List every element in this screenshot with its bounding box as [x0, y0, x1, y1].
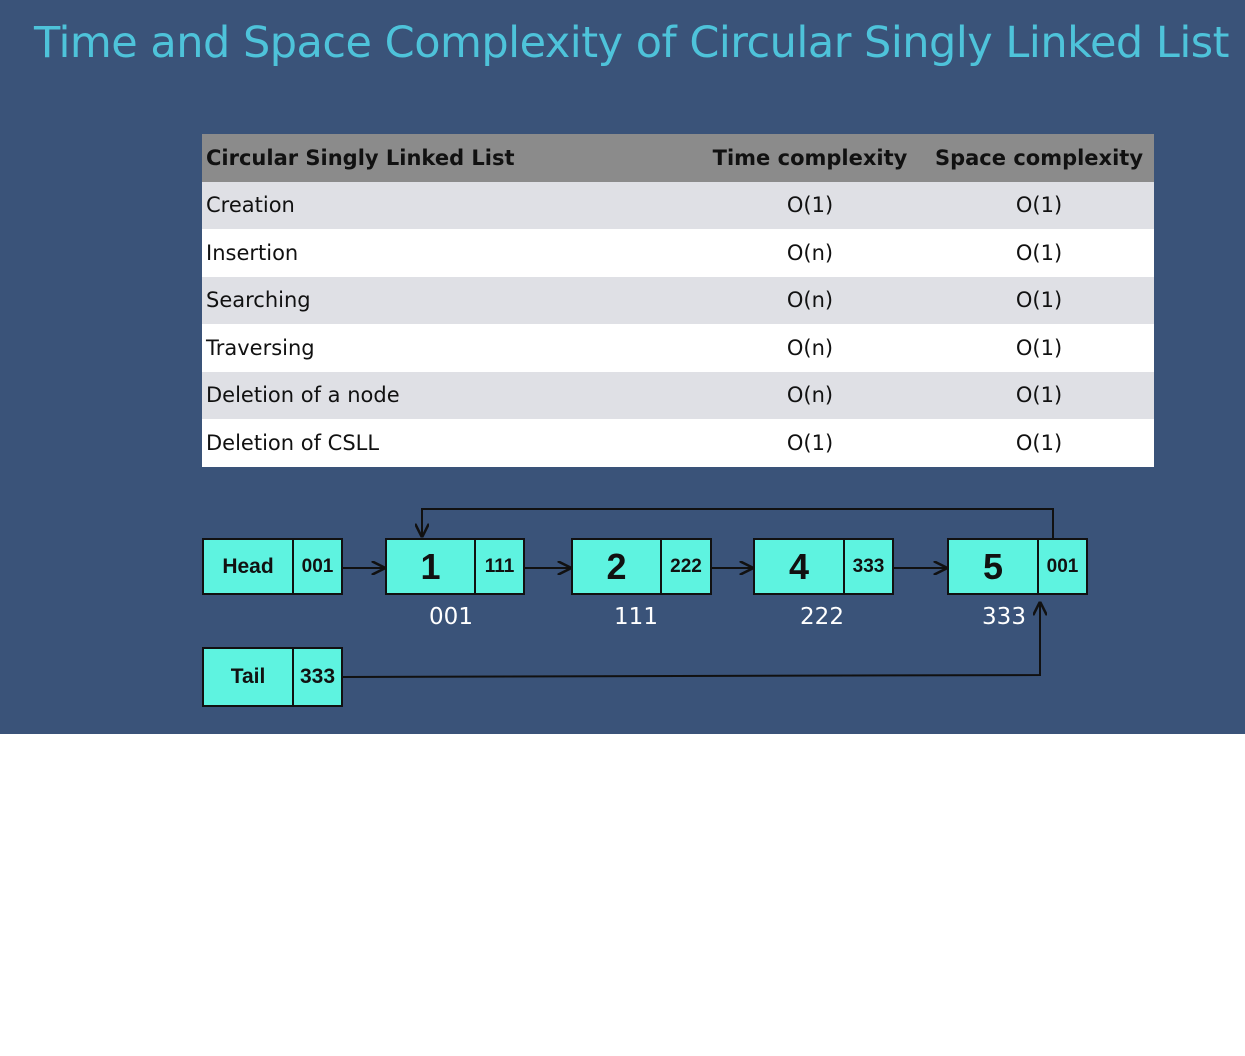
- space-cell: O(1): [1015, 288, 1063, 313]
- head-box: Head 001: [202, 538, 343, 595]
- tail-label: Tail: [204, 649, 294, 705]
- time-cell: O(n): [786, 288, 834, 313]
- table-row: Deletion of a node O(n) O(1): [202, 371, 1154, 419]
- time-cell: O(1): [786, 430, 834, 455]
- operation-cell: Deletion of a node: [206, 383, 400, 408]
- operation-cell: Insertion: [206, 240, 299, 265]
- node-3: 4 333: [753, 538, 894, 595]
- header-time: Time complexity: [712, 145, 908, 170]
- node-address: 001: [429, 604, 473, 630]
- node-value: 4: [755, 540, 845, 593]
- header-operation: Circular Singly Linked List: [206, 145, 515, 170]
- pointer-arrows: [341, 508, 1054, 678]
- operation-cell: Traversing: [206, 335, 315, 360]
- table-row: Insertion O(n) O(1): [202, 229, 1154, 277]
- head-label: Head: [204, 540, 294, 593]
- node-address: 111: [614, 604, 658, 630]
- node-1: 1 111: [385, 538, 525, 595]
- arrow-circular-back-to-node1: [422, 508, 1054, 538]
- node-next-pointer: 333: [852, 555, 885, 577]
- node-value: 2: [573, 540, 662, 593]
- time-cell: O(n): [786, 383, 834, 408]
- arrow-tail-to-node4: [341, 603, 1040, 678]
- node-next-pointer: 222: [670, 555, 702, 577]
- complexity-table: Circular Singly Linked List Time complex…: [202, 134, 1154, 467]
- space-cell: O(1): [1015, 430, 1063, 455]
- tail-box: Tail 333: [202, 647, 343, 707]
- operation-cell: Creation: [206, 193, 295, 218]
- header-space: Space complexity: [934, 145, 1144, 170]
- space-cell: O(1): [1015, 335, 1063, 360]
- node-4: 5 001: [947, 538, 1088, 595]
- tail-pointer: 333: [299, 665, 336, 688]
- table-row: Creation O(1) O(1): [202, 181, 1154, 229]
- node-value: 5: [949, 540, 1039, 593]
- node-next-pointer: 001: [1046, 555, 1079, 577]
- time-cell: O(n): [786, 335, 834, 360]
- space-cell: O(1): [1015, 240, 1063, 265]
- operation-cell: Deletion of CSLL: [206, 430, 380, 455]
- head-pointer: 001: [301, 555, 334, 577]
- time-cell: O(1): [786, 193, 834, 218]
- slide: Time and Space Complexity of Circular Si…: [0, 0, 1245, 734]
- node-value: 1: [387, 540, 476, 593]
- node-next-pointer: 111: [484, 555, 515, 577]
- time-cell: O(n): [786, 240, 834, 265]
- node-address: 333: [982, 604, 1026, 630]
- node-2: 2 222: [571, 538, 712, 595]
- space-cell: O(1): [1015, 193, 1063, 218]
- space-cell: O(1): [1015, 383, 1063, 408]
- table-row: Searching O(n) O(1): [202, 276, 1154, 324]
- slide-title: Time and Space Complexity of Circular Si…: [34, 18, 1230, 68]
- operation-cell: Searching: [206, 288, 311, 313]
- node-address: 222: [800, 604, 844, 630]
- table-header-row: Circular Singly Linked List Time complex…: [202, 134, 1154, 182]
- table-row: Deletion of CSLL O(1) O(1): [202, 419, 1154, 467]
- table-row: Traversing O(n) O(1): [202, 324, 1154, 372]
